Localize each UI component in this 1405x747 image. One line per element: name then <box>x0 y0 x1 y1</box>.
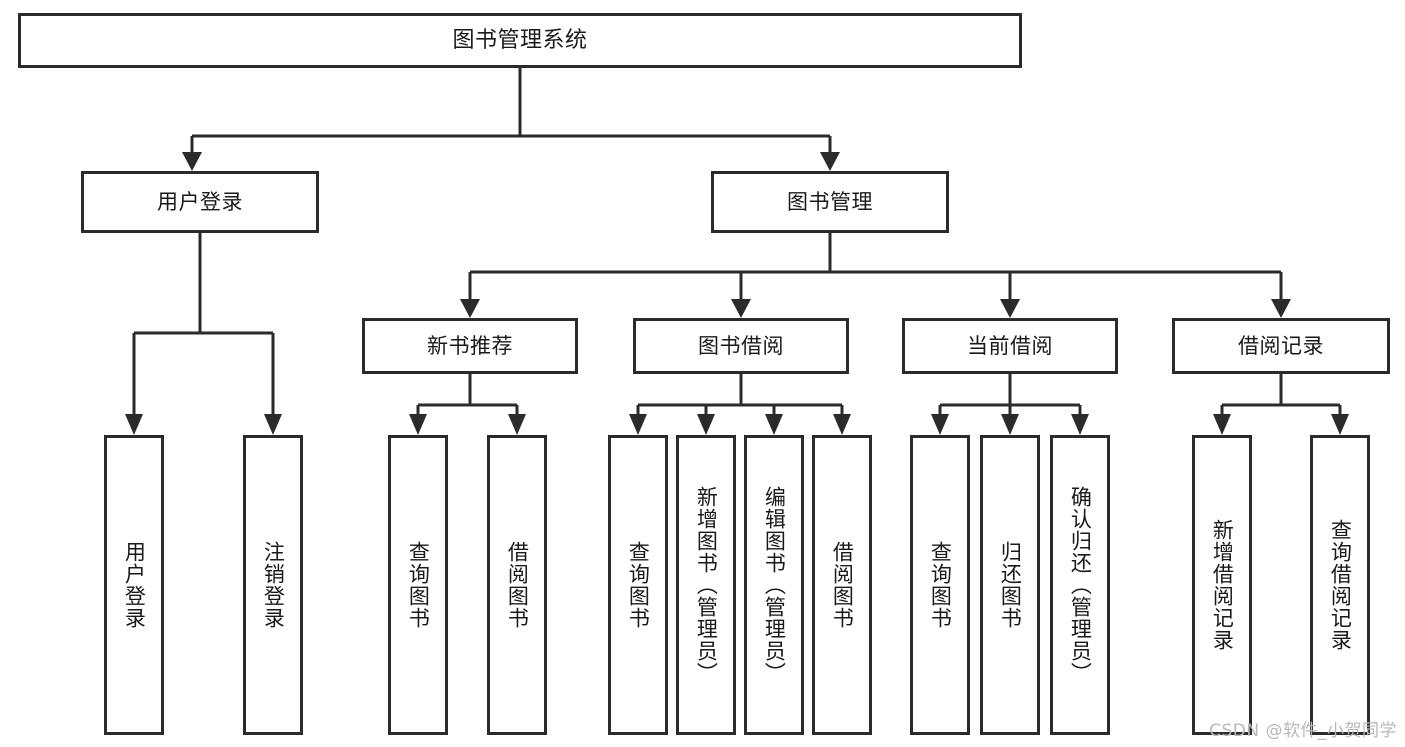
node-leaf-add-book-label: 新增图书（管理员） <box>694 486 719 684</box>
arrowhead-new-book-recommend <box>460 299 480 318</box>
node-leaf-confirm-return-label: 确认归还（管理员） <box>1068 486 1093 684</box>
arrowhead-book-borrow <box>731 299 751 318</box>
node-user-login[interactable]: 用户登录 <box>81 171 319 233</box>
node-leaf-user-login-label: 用户登录 <box>122 541 147 629</box>
node-leaf-query-book-borrow[interactable]: 查询图书 <box>608 435 668 735</box>
arrowhead-borrow-record <box>1271 299 1291 318</box>
arrowhead-leaf-user-login <box>125 414 143 435</box>
node-leaf-query-book-current[interactable]: 查询图书 <box>910 435 970 735</box>
arrowhead-leaf-confirm-return <box>1071 414 1089 435</box>
node-leaf-edit-book-label: 编辑图书（管理员） <box>762 486 787 684</box>
arrowhead-leaf-user-logout <box>264 414 282 435</box>
node-root-label: 图书管理系统 <box>452 27 588 53</box>
arrowhead-leaf-borrow-book-new <box>508 414 526 435</box>
node-root[interactable]: 图书管理系统 <box>18 13 1022 68</box>
node-leaf-return-book-label: 归还图书 <box>998 541 1023 629</box>
node-leaf-query-book-borrow-label: 查询图书 <box>626 541 651 629</box>
node-leaf-borrow-book[interactable]: 借阅图书 <box>812 435 872 735</box>
node-leaf-user-logout[interactable]: 注销登录 <box>243 435 303 735</box>
node-book-manage-label: 图书管理 <box>787 189 873 214</box>
node-leaf-query-borrow-record[interactable]: 查询借阅记录 <box>1310 435 1370 735</box>
arrowhead-leaf-edit-book <box>765 414 783 435</box>
node-book-borrow-label: 图书借阅 <box>698 333 784 358</box>
node-leaf-return-book[interactable]: 归还图书 <box>980 435 1040 735</box>
node-leaf-user-logout-label: 注销登录 <box>261 541 286 629</box>
arrowhead-leaf-return-book <box>1001 414 1019 435</box>
arrowhead-leaf-borrow-book <box>833 414 851 435</box>
node-leaf-add-borrow-record-label: 新增借阅记录 <box>1210 519 1235 651</box>
node-leaf-borrow-book-label: 借阅图书 <box>830 541 855 629</box>
node-book-manage[interactable]: 图书管理 <box>711 171 949 233</box>
node-leaf-query-book-current-label: 查询图书 <box>928 541 953 629</box>
node-leaf-query-book-new[interactable]: 查询图书 <box>388 435 448 735</box>
node-borrow-record[interactable]: 借阅记录 <box>1172 318 1390 374</box>
arrowhead-leaf-query-book-borrow <box>629 414 647 435</box>
arrowhead-user-login <box>182 152 202 171</box>
node-current-borrow-label: 当前借阅 <box>967 333 1053 358</box>
node-leaf-add-book[interactable]: 新增图书（管理员） <box>676 435 736 735</box>
node-leaf-confirm-return[interactable]: 确认归还（管理员） <box>1050 435 1110 735</box>
node-new-book-recommend[interactable]: 新书推荐 <box>362 318 578 374</box>
arrowhead-leaf-query-book-current <box>931 414 949 435</box>
node-user-login-label: 用户登录 <box>157 189 243 214</box>
node-leaf-add-borrow-record[interactable]: 新增借阅记录 <box>1192 435 1252 735</box>
arrowhead-leaf-add-book <box>697 414 715 435</box>
arrowhead-leaf-add-borrow-record <box>1213 414 1231 435</box>
node-leaf-edit-book[interactable]: 编辑图书（管理员） <box>744 435 804 735</box>
node-current-borrow[interactable]: 当前借阅 <box>902 318 1118 374</box>
arrowhead-leaf-query-borrow-record <box>1331 414 1349 435</box>
node-leaf-borrow-book-new-label: 借阅图书 <box>505 541 530 629</box>
arrowhead-leaf-query-book-new <box>409 414 427 435</box>
arrowhead-current-borrow <box>1000 299 1020 318</box>
node-leaf-user-login[interactable]: 用户登录 <box>104 435 164 735</box>
node-new-book-recommend-label: 新书推荐 <box>427 333 513 358</box>
node-book-borrow[interactable]: 图书借阅 <box>633 318 849 374</box>
node-leaf-query-book-new-label: 查询图书 <box>406 541 431 629</box>
node-leaf-query-borrow-record-label: 查询借阅记录 <box>1328 519 1353 651</box>
arrowhead-book-manage <box>820 152 840 171</box>
watermark: CSDN @软件_小贺同学 <box>1209 721 1397 741</box>
node-borrow-record-label: 借阅记录 <box>1238 333 1324 358</box>
node-leaf-borrow-book-new[interactable]: 借阅图书 <box>487 435 547 735</box>
